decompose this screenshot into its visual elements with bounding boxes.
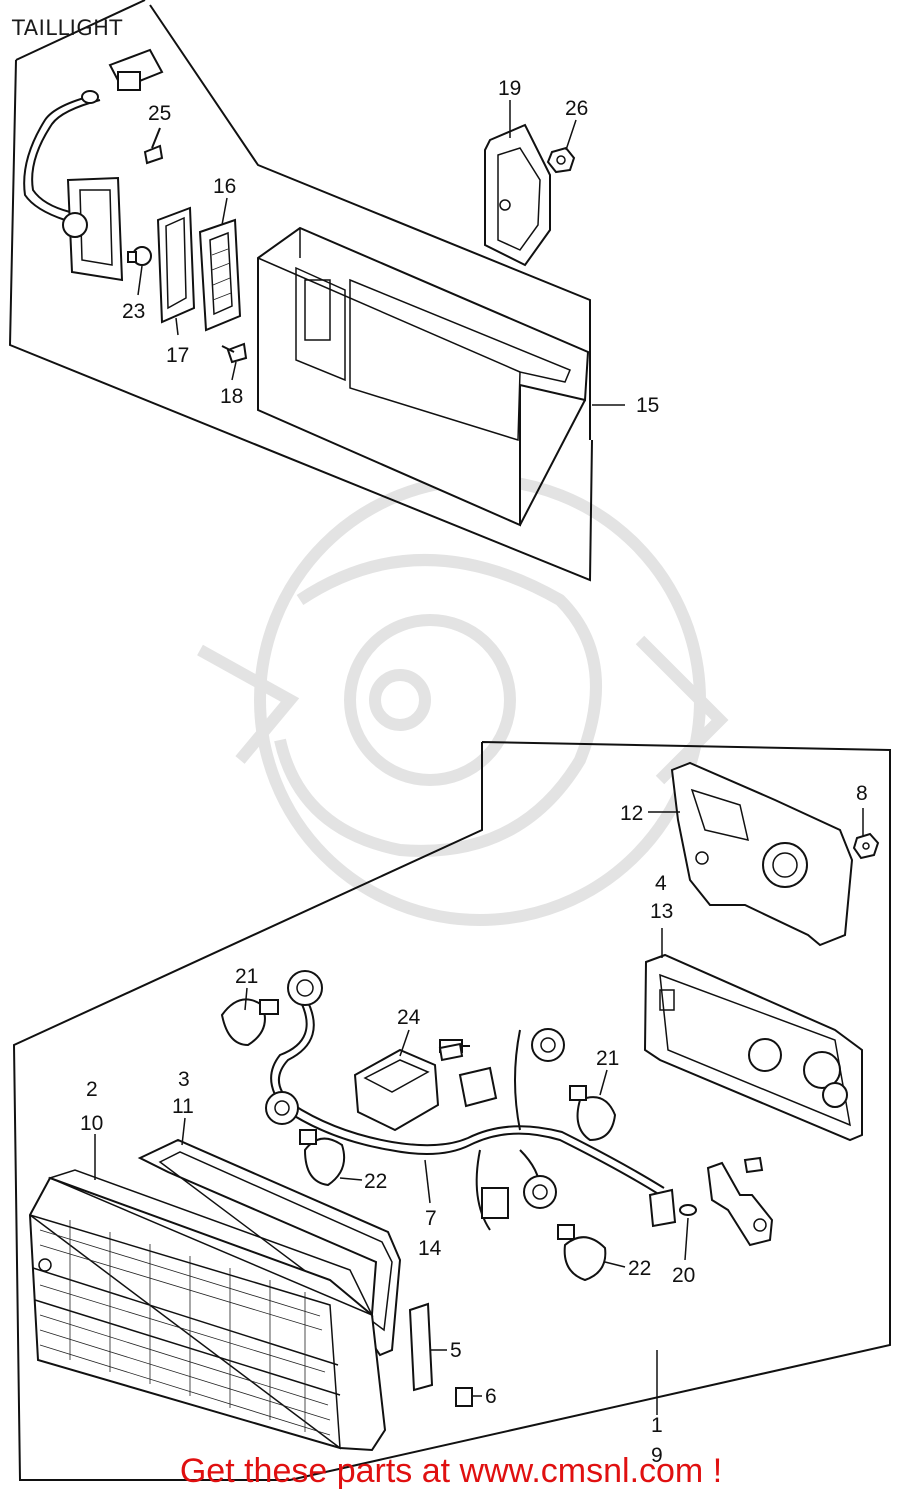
bulb-21-right[interactable] — [569, 1085, 617, 1142]
top-leader-lines — [137, 100, 625, 406]
callout-17: 17 — [166, 344, 189, 367]
callout-14: 14 — [418, 1237, 442, 1260]
bulb-22-right[interactable] — [557, 1224, 607, 1282]
wire-harness-7-14[interactable] — [270, 997, 665, 1231]
callout-7: 7 — [425, 1207, 437, 1230]
callout-5: 5 — [450, 1339, 462, 1362]
callout-22-left: 22 — [364, 1170, 387, 1193]
callout-8: 8 — [856, 782, 868, 805]
callout-21-right: 21 — [596, 1047, 619, 1070]
cover-12[interactable] — [670, 761, 854, 947]
callout-23: 23 — [122, 300, 145, 323]
license-lamp-housing[interactable] — [62, 176, 124, 282]
callout-18: 18 — [220, 385, 243, 408]
bulb-22-left[interactable] — [299, 1129, 346, 1187]
callout-12: 12 — [620, 802, 643, 825]
watermark-mascot — [197, 474, 729, 926]
callout-25: 25 — [148, 102, 171, 125]
callout-10: 10 — [80, 1112, 103, 1135]
callout-22-right: 22 — [628, 1257, 651, 1280]
callout-6: 6 — [485, 1385, 497, 1408]
callout-16: 16 — [213, 175, 236, 198]
callout-labels: 19 26 25 16 23 17 18 15 12 8 4 13 21 24 … — [80, 77, 868, 1467]
cmsnl-footer-link[interactable]: Get these parts at www.cmsnl.com ! — [179, 1452, 723, 1490]
seal-5[interactable] — [408, 1302, 434, 1392]
callout-2: 2 — [86, 1078, 98, 1101]
socket-right-bottom[interactable] — [523, 1175, 557, 1209]
callout-24: 24 — [397, 1006, 421, 1029]
nut-8[interactable] — [852, 832, 880, 860]
callout-13: 13 — [650, 900, 673, 923]
bottom-leader-lines — [94, 808, 864, 1415]
license-lamp-wire — [23, 48, 164, 221]
bulb-23[interactable] — [127, 246, 152, 266]
bottom-panel-outline — [12, 741, 891, 1481]
unit-24[interactable] — [353, 1039, 498, 1132]
callout-4: 4 — [655, 872, 667, 895]
screw-25[interactable] — [143, 127, 164, 165]
nut-26[interactable] — [546, 146, 576, 174]
callout-9: 9 — [651, 1444, 663, 1467]
callout-19: 19 — [498, 77, 521, 100]
screw-18[interactable] — [221, 342, 248, 364]
bulb-20[interactable] — [648, 1188, 697, 1228]
base-plate-13[interactable] — [643, 953, 863, 1142]
bracket-right[interactable] — [706, 1156, 774, 1247]
license-garnish-15[interactable] — [257, 226, 590, 527]
bulb-21-left[interactable] — [220, 998, 279, 1047]
callout-21-left: 21 — [235, 965, 258, 988]
callout-3: 3 — [178, 1068, 190, 1091]
callout-20: 20 — [672, 1264, 695, 1287]
socket-right-top[interactable] — [531, 1028, 565, 1062]
screw-top[interactable] — [438, 1042, 464, 1062]
socket-top-left[interactable] — [287, 970, 323, 1006]
top-panel-outline — [8, 0, 593, 582]
bracket-19[interactable] — [484, 123, 551, 267]
callout-11: 11 — [172, 1095, 194, 1118]
diagram-title: TAILLIGHT — [12, 16, 123, 40]
callout-1: 1 — [651, 1414, 663, 1437]
lens-grid — [39, 1220, 331, 1436]
callout-26: 26 — [565, 97, 588, 120]
connector-lower[interactable] — [481, 1187, 509, 1219]
taillight-lens-2-10[interactable] — [28, 1169, 387, 1452]
clip-6[interactable] — [455, 1387, 473, 1407]
socket-left[interactable] — [265, 1091, 299, 1125]
gasket-17[interactable] — [156, 206, 196, 324]
lens-16[interactable] — [198, 218, 242, 332]
callout-15: 15 — [636, 394, 659, 417]
